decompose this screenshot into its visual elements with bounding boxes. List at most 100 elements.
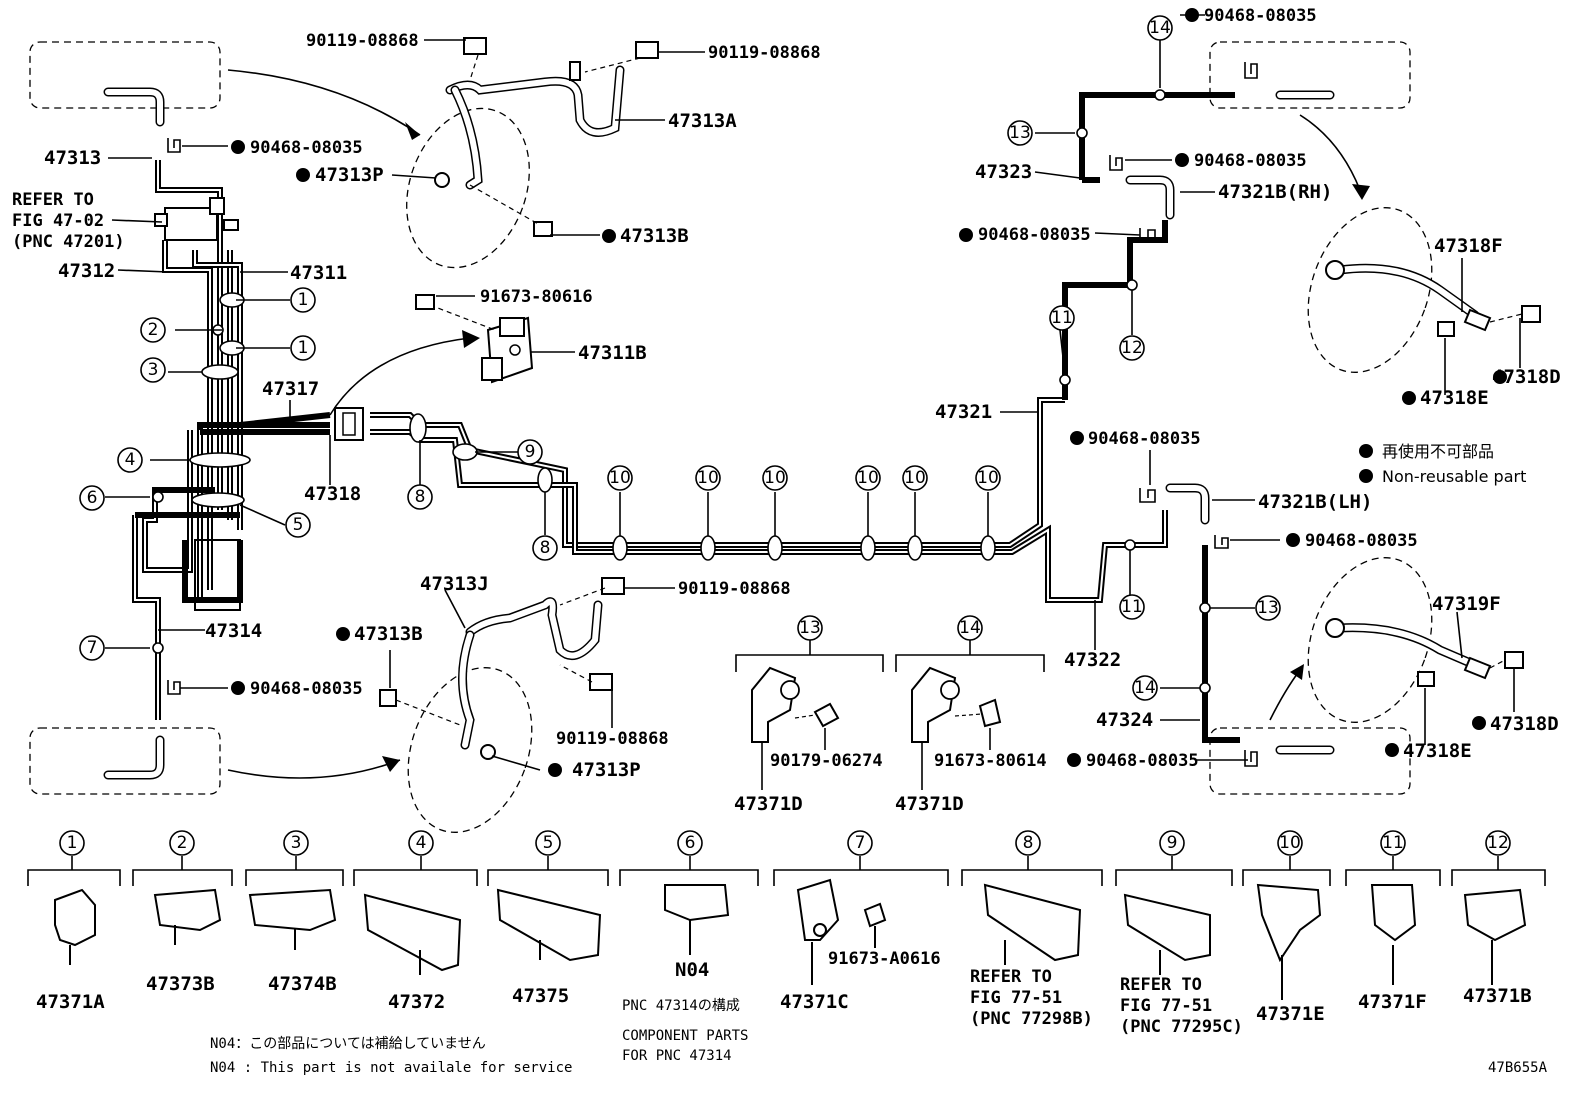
part-label-47371B: 47371B [1463, 985, 1532, 1007]
callout-10: 10 [609, 468, 631, 488]
right-front-hose-icon [1325, 260, 1541, 337]
rear-right-reference-box [1209, 727, 1411, 795]
part-label-90119-08868: 90119-08868 [306, 31, 419, 51]
part-label-47371D: 47371D [734, 793, 803, 815]
callout-7: 7 [87, 638, 98, 658]
refer-to-label: REFER TO [970, 967, 1052, 987]
callout-13: 13 [1009, 123, 1031, 143]
rear-left-reference-box [29, 727, 221, 795]
callout-1: 1 [67, 833, 78, 853]
component-parts-line1: COMPONENT PARTS [622, 1028, 748, 1044]
part-label-90468-08035: 90468-08035 [1194, 151, 1307, 171]
legend-jp: 再使用不可部品 [1382, 442, 1494, 461]
part-label-90468-08035: 90468-08035 [1086, 751, 1199, 771]
proportioning-valve-icon [154, 197, 239, 241]
callout-10: 10 [764, 468, 786, 488]
callout-14: 14 [1149, 18, 1171, 38]
refer-fig-label: FIG 77-51 [970, 988, 1062, 1008]
callout-7: 7 [855, 833, 866, 853]
callout-9: 9 [1167, 833, 1178, 853]
callout-10: 10 [857, 468, 879, 488]
component-drawings [54, 878, 1527, 1000]
part-label-47321: 47321 [935, 401, 992, 423]
part-label-47371F: 47371F [1358, 991, 1427, 1013]
part-label-47318F: 47318F [1434, 235, 1503, 257]
callout-2: 2 [148, 320, 159, 340]
n04-note-jp: N04：この部品については補給していません [210, 1036, 486, 1052]
part-label-47313P: 47313P [572, 759, 641, 781]
callout-3: 3 [291, 833, 302, 853]
part-label-47321B-LH: 47321B(LH) [1258, 491, 1372, 513]
callout-8: 8 [415, 487, 426, 507]
refer-pnc-label: (PNC 47201) [12, 232, 125, 252]
callout-10: 10 [977, 468, 999, 488]
front-right-reference-box [1209, 41, 1411, 109]
part-label-47319F: 47319F [1432, 593, 1501, 615]
part-number-labels: 90119-08868 90119-08868 47313A 4 7 3 13 904… [12, 6, 1561, 1037]
callout-6: 6 [87, 488, 98, 508]
part-label-91673-A0616: 91673-A0616 [828, 949, 941, 969]
part-label-47314: 47314 [205, 620, 262, 642]
right-rear-hose-icon [1325, 618, 1524, 687]
legend-en: Non-reusable part [1382, 467, 1526, 486]
component-brackets [27, 856, 1546, 886]
callout-11: 11 [1382, 833, 1404, 853]
right-front-hose-detail-ellipse [1307, 207, 1433, 373]
part-label-47318E: 47318E [1420, 387, 1489, 409]
part-label-47318: 47318 [304, 483, 361, 505]
callout-4: 4 [125, 450, 136, 470]
callout-1: 1 [298, 290, 309, 310]
callout-11: 11 [1121, 597, 1143, 617]
callout-1: 1 [298, 338, 309, 358]
part-label-90119-08868: 90119-08868 [678, 579, 791, 599]
part-label-N04: N04 [675, 959, 709, 981]
part-label-47322: 47322 [1064, 649, 1121, 671]
part-label-47311B: 47311B [578, 342, 647, 364]
callout-5: 5 [543, 833, 554, 853]
right-rear-hose-detail-ellipse [1307, 557, 1433, 723]
legend: 再使用不可部品 Non-reusable part [1382, 442, 1526, 486]
part-label-47321B-RH: 47321B(RH) [1218, 181, 1332, 203]
part-label-47324: 47324 [1096, 709, 1153, 731]
clip-detail-14 [895, 640, 1045, 790]
arrow-rear-left [227, 759, 401, 779]
part-label-47371A: 47371A [36, 991, 105, 1013]
leader-lines [105, 14, 1521, 771]
part-label-90468-08035: 90468-08035 [250, 679, 363, 699]
component-parts-line2: FOR PNC 47314 [622, 1048, 732, 1064]
part-label-90179-06274: 90179-06274 [770, 751, 883, 771]
callout-12: 12 [1487, 833, 1509, 853]
rear-hose-detail-ellipse [407, 667, 533, 833]
non-reusable-bullets [231, 8, 1507, 777]
arrow-front-right [1299, 114, 1361, 191]
pnc-composition-jp: PNC 47314の構成 [622, 998, 740, 1014]
callout-5: 5 [293, 515, 304, 535]
part-label-47318D: 47318D [1490, 713, 1559, 735]
refer-to-label: REFER TO [12, 190, 94, 210]
arrow-clip-47311B [329, 337, 471, 416]
part-label-47371E: 47371E [1256, 1003, 1325, 1025]
part-label-47317: 47317 [262, 378, 319, 400]
callout-6: 6 [685, 833, 696, 853]
part-label-47374B: 47374B [268, 973, 337, 995]
front-hose-detail-ellipse [406, 107, 530, 269]
part-label-90468-08035: 90468-08035 [250, 138, 363, 158]
callout-10: 10 [697, 468, 719, 488]
part-label-90468-08035: 90468-08035 [1204, 6, 1317, 26]
part-label-47311: 47311 [290, 262, 347, 284]
figure-id: 47B655A [1488, 1060, 1548, 1076]
refer-pnc-label: (PNC 77298B) [970, 1009, 1093, 1029]
part-label-47371C: 47371C [780, 991, 849, 1013]
callout-8: 8 [1023, 833, 1034, 853]
callout-12: 12 [1121, 338, 1143, 358]
part-label-91673-80616: 91673-80616 [480, 287, 593, 307]
refer-pnc-label: (PNC 77295C) [1120, 1017, 1243, 1037]
callout-4: 4 [416, 833, 427, 853]
part-label-47313A: 47313A [668, 110, 737, 132]
clip-detail-13 [735, 640, 884, 790]
pipe-clips [152, 89, 1211, 694]
part-label-90119-08868: 90119-08868 [708, 43, 821, 63]
front-left-stub-hose [103, 87, 165, 127]
